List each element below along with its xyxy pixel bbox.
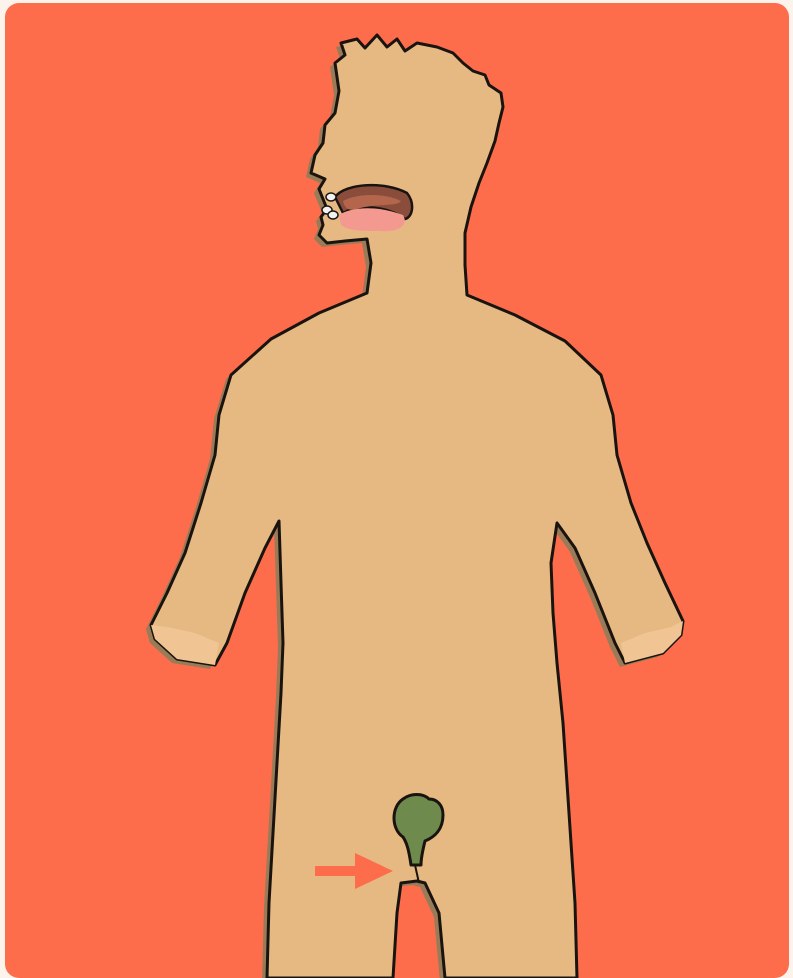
illustration-card: [5, 3, 789, 978]
upper-tooth: [326, 193, 336, 201]
body-diagram: [5, 3, 789, 978]
arrow-shaft: [315, 866, 361, 876]
lower-tooth: [328, 211, 338, 219]
